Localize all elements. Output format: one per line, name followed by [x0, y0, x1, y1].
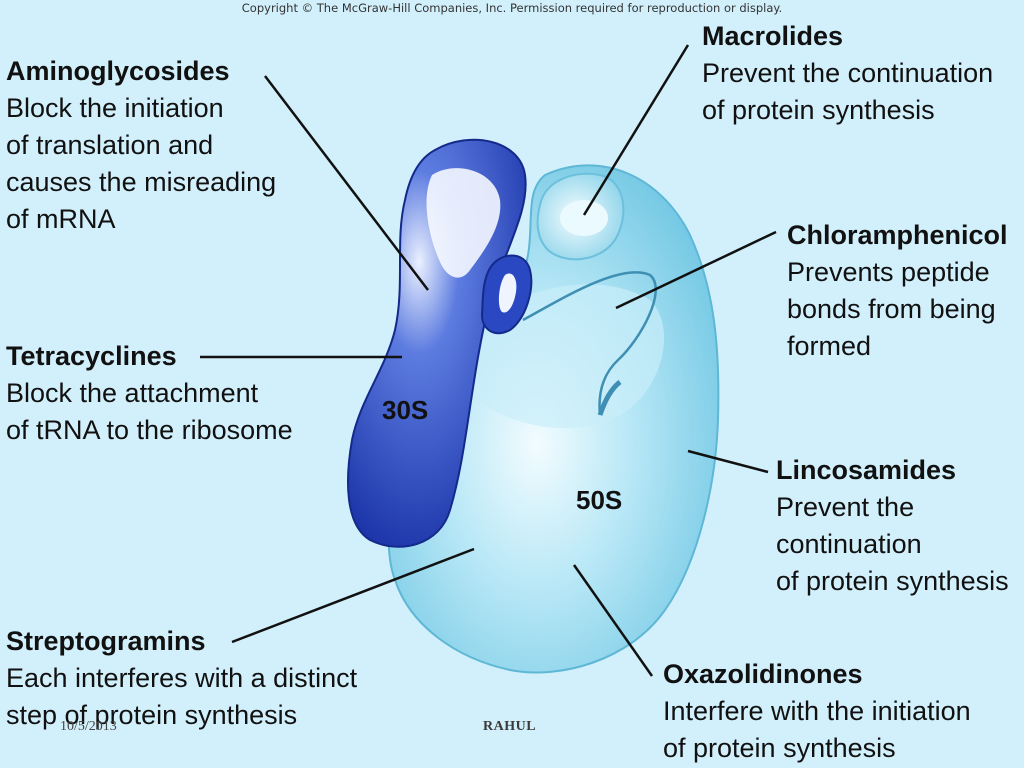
subunit-30s-shape	[347, 138, 533, 548]
footer-date: 10/5/2013	[60, 719, 117, 734]
label-aminoglycosides-name: Aminoglycosides	[6, 56, 230, 86]
label-aminoglycosides-line: of mRNA	[6, 204, 116, 234]
label-chloramphenicol-name: Chloramphenicol	[787, 220, 1008, 250]
copyright-notice: Copyright © The McGraw-Hill Companies, I…	[241, 1, 783, 15]
leader-line-chloramphenicol	[615, 230, 777, 310]
subunit-50s-label: 50S	[576, 485, 622, 515]
leader-line-aminoglycosides	[264, 75, 429, 291]
label-macrolides-line: Prevent the continuation	[702, 58, 994, 88]
label-streptogramins-line: step of protein synthesis	[6, 700, 298, 730]
label-lincosamides-line: Prevent the	[776, 492, 915, 522]
label-streptogramins-name: Streptogramins	[6, 626, 206, 656]
label-oxazolidinones-line: Interfere with the initiation	[663, 696, 971, 726]
leader-lines	[200, 44, 777, 677]
label-oxazolidinones: Oxazolidinones Interfere with the initia…	[663, 656, 971, 767]
label-aminoglycosides: Aminoglycosides Block the initiation of …	[6, 53, 276, 238]
label-lincosamides-name: Lincosamides	[776, 455, 957, 485]
label-chloramphenicol-line: formed	[787, 331, 872, 361]
label-chloramphenicol-line: Prevents peptide	[787, 257, 990, 287]
leader-line-oxazolidinones	[572, 564, 654, 677]
footer-author: RAHUL	[483, 719, 537, 734]
subunit-50s-knob	[536, 172, 625, 261]
label-chloramphenicol-line: bonds from being	[787, 294, 996, 324]
label-lincosamides-line: continuation	[776, 529, 922, 559]
label-tetracyclines: Tetracyclines Block the attachment of tR…	[6, 338, 293, 449]
label-aminoglycosides-line: of translation and	[6, 130, 214, 160]
label-tetracyclines-line: of tRNA to the ribosome	[6, 415, 293, 445]
label-oxazolidinones-name: Oxazolidinones	[663, 659, 863, 689]
label-oxazolidinones-line: of protein synthesis	[663, 733, 896, 763]
label-lincosamides-line: of protein synthesis	[776, 566, 1009, 596]
label-streptogramins-line: Each interferes with a distinct	[6, 663, 358, 693]
leader-line-streptogramins	[231, 547, 475, 644]
label-streptogramins: Streptogramins Each interferes with a di…	[6, 623, 357, 734]
label-lincosamides: Lincosamides Prevent the continuation of…	[776, 452, 1009, 600]
label-tetracyclines-name: Tetracyclines	[6, 341, 177, 371]
subunit-30s-label: 30S	[382, 395, 428, 425]
label-aminoglycosides-line: causes the misreading	[6, 167, 277, 197]
label-chloramphenicol: Chloramphenicol Prevents peptide bonds f…	[787, 217, 1008, 365]
label-macrolides-line: of protein synthesis	[702, 95, 935, 125]
label-macrolides-name: Macrolides	[702, 21, 844, 51]
label-tetracyclines-line: Block the attachment	[6, 378, 259, 408]
label-macrolides: Macrolides Prevent the continuation of p…	[702, 18, 993, 129]
leader-line-lincosamides	[687, 449, 769, 474]
leader-line-macrolides	[582, 44, 690, 216]
label-aminoglycosides-line: Block the initiation	[6, 93, 224, 123]
